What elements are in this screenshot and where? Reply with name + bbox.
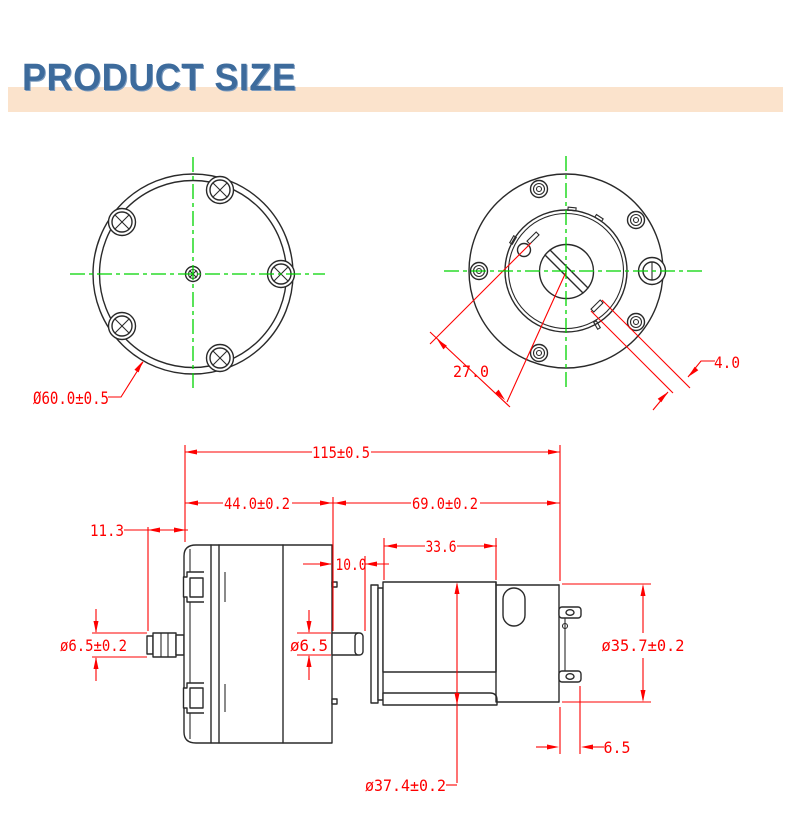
rear-view: 27.0 4.0	[429, 156, 740, 411]
dim-pump-head-length: 44.0±0.2	[185, 494, 333, 513]
nozzle-length-label: 11.3	[90, 521, 124, 540]
shaft-length-label: 10.0	[336, 555, 367, 574]
dim-outer-diameter: Ø60.0±0.5	[33, 361, 144, 409]
rear-hole-distance-label: 27.0	[453, 362, 489, 381]
rear-flange-tabs	[508, 206, 604, 330]
dim-nozzle-length: 11.3	[90, 521, 188, 540]
dim-motor-body-length: 33.6	[384, 537, 497, 556]
front-view: Ø60.0±0.5	[33, 157, 325, 409]
front-diameter-label: Ø60.0±0.5	[33, 389, 109, 409]
dim-total-length: 115±0.5	[185, 443, 560, 462]
nozzle-diameter-label: ø6.5±0.2	[60, 636, 127, 655]
side-view-dimensions: 115±0.5 44.0±0.2 69.0±0.2	[60, 443, 685, 795]
dim-slot-width: 4.0	[590, 299, 740, 411]
bracket-diameter-label: ø37.4±0.2	[365, 776, 446, 795]
side-view: 115±0.5 44.0±0.2 69.0±0.2	[60, 443, 685, 795]
rear-slot-width-label: 4.0	[714, 353, 740, 372]
dim-bracket-diameter: ø37.4±0.2	[365, 582, 460, 795]
pump-head-length-label: 44.0±0.2	[224, 494, 290, 513]
front-view-screws	[107, 175, 296, 373]
header-accent-band	[8, 87, 783, 112]
dim-motor-length: 69.0±0.2	[333, 494, 560, 513]
total-length-label: 115±0.5	[312, 443, 370, 462]
pump-head	[182, 544, 338, 744]
motor	[370, 581, 582, 706]
page-title: PRODUCT SIZE	[22, 57, 297, 99]
dim-motor-diameter: ø35.7±0.2	[602, 584, 685, 702]
rear-slot-mark-upper	[526, 231, 540, 245]
motor-vent-hole	[502, 587, 526, 627]
dim-shaft-length: 10.0	[303, 555, 389, 574]
terminal-length-label: 6.5	[604, 738, 631, 757]
motor-length-label: 69.0±0.2	[412, 494, 478, 513]
inlet-nozzle	[146, 632, 185, 658]
motor-body-length-label: 33.6	[426, 537, 457, 556]
motor-diameter-label: ø35.7±0.2	[602, 636, 685, 655]
motor-terminals	[558, 606, 582, 683]
coupling-shaft	[331, 632, 364, 656]
dim-terminal-length: 6.5	[536, 738, 631, 757]
shaft-diameter-label: ø6.5	[290, 636, 328, 655]
dim-shaft-diameter: ø6.5	[290, 610, 331, 680]
rear-slot-mark-lower	[590, 299, 604, 313]
dim-nozzle-diameter: ø6.5±0.2	[60, 609, 147, 681]
dim-mount-hole-distance: 27.0	[429, 242, 567, 408]
